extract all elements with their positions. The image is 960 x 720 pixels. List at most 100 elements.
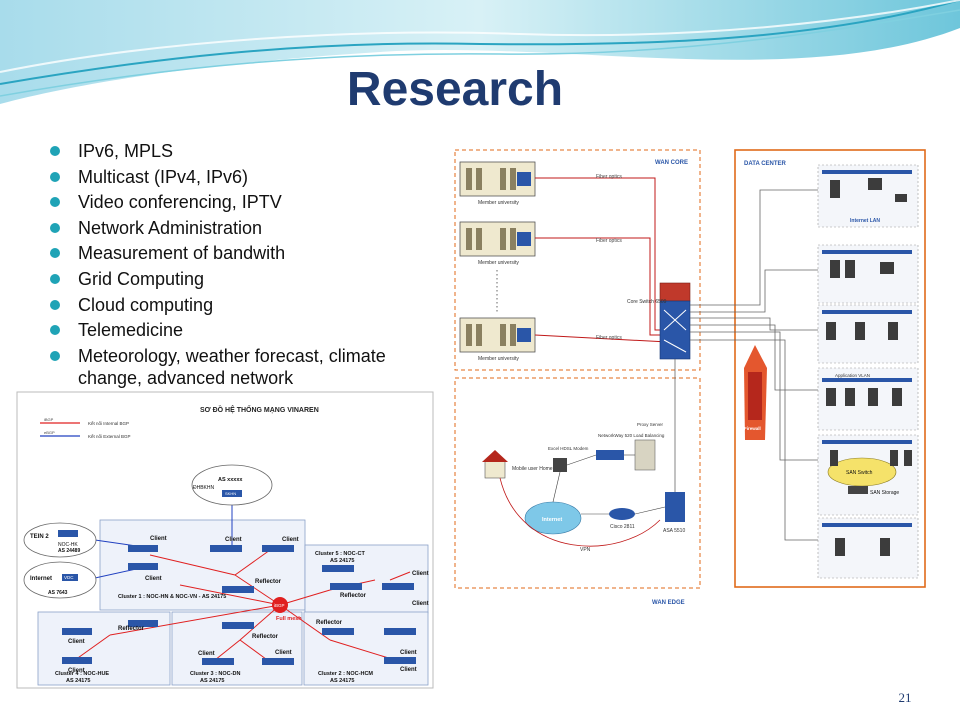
bullet-text: Grid Computing [78,268,205,289]
research-topics-list: IPv6, MPLS Multicast (IPv4, IPv6) Video … [48,140,448,392]
svg-text:Member university: Member university [478,356,519,362]
svg-text:Internet LAN: Internet LAN [850,218,880,224]
bullet-dot-icon [50,350,60,361]
svg-text:Proxy Server: Proxy Server [637,422,664,427]
svg-text:Excel HDSL Modem: Excel HDSL Modem [548,446,589,451]
bullet-text: Meteorology, weather forecast, climate c… [78,345,386,388]
wan-core-label: WAN CORE [655,160,688,166]
svg-text:Cluster 2 : NOC-HCM: Cluster 2 : NOC-HCM [318,671,373,677]
slide-title: Research [346,63,564,116]
wan-core-frame [454,149,701,371]
svg-text:Client: Client [412,601,429,607]
cluster3-frame [171,611,303,686]
firewall-icon: Firewall [744,345,767,440]
svg-text:Reflector: Reflector [255,579,282,585]
wan-edge-frame [454,377,701,589]
bullet-text: Measurement of bandwith [78,243,286,264]
data-center-frame [734,149,926,588]
svg-text:Mobile user Home user: Mobile user Home user [512,466,564,472]
vinaren-diagram-frame: SƠ ĐỒ HỆ THỐNG MẠNG VINAREN iBGP Kết nối… [16,391,434,689]
bullet-item: Telemedicine [48,319,448,341]
cluster-frames [37,519,429,686]
svg-text:Client: Client [225,537,242,543]
cluster5-frame [304,544,429,614]
bullet-text: Video conferencing, IPTV [78,192,282,213]
vinaren-routers [62,545,416,665]
svg-text:Member university: Member university [478,200,519,206]
core-to-datacenter-links [674,189,818,541]
bullet-item: IPv6, MPLS [48,140,448,162]
svg-text:Client: Client [412,571,429,577]
svg-text:Cluster 5 : NOC-CT: Cluster 5 : NOC-CT [315,551,365,557]
wan-edge-devices: Mobile user Home user Internet Excel HDS… [482,422,685,553]
svg-text:Client: Client [68,639,85,645]
svg-text:Application VLAN: Application VLAN [835,373,870,378]
svg-text:Client: Client [282,537,299,543]
bullet-dot-icon [50,299,60,310]
svg-text:TEIN 2: TEIN 2 [30,534,49,540]
svg-text:Firewall: Firewall [744,426,761,431]
svg-text:NetworkWay 520 Load Balancing: NetworkWay 520 Load Balancing [598,433,665,438]
svg-text:VDC: VDC [64,575,74,580]
bullet-dot-icon [50,146,60,156]
cluster2-frame [303,611,429,686]
bullet-item: Grid Computing [48,268,448,290]
legend-ebgp-code: eBGP [44,430,55,435]
svg-text:ĐHBKHN: ĐHBKHN [193,485,215,491]
fiber-optics-label: Fiber optics [596,238,622,244]
svg-text:Client: Client [400,667,417,673]
svg-text:AS 24489: AS 24489 [58,548,80,554]
svg-text:Internet: Internet [30,576,52,582]
tein2-cloud: TEIN 2 NOC-HK AS 24489 [23,522,97,558]
cluster4-frame [37,611,171,686]
bullet-item: Cloud computing [48,294,448,316]
dhbkhn-cloud: AS xxxxx ĐHBKHN SKHN [191,464,273,506]
vinaren-diagram-title: SƠ ĐỒ HỆ THỐNG MẠNG VINAREN [200,404,319,414]
svg-text:AS 24175: AS 24175 [200,678,224,684]
svg-text:Reflector: Reflector [340,593,367,599]
svg-text:Reflector: Reflector [316,620,343,626]
bullet-item: Multicast (IPv4, IPv6) [48,166,448,188]
svg-text:VPN: VPN [580,547,591,553]
bullet-text: Multicast (IPv4, IPv6) [78,166,249,187]
svg-text:Reflector: Reflector [118,626,145,632]
svg-text:Reflector: Reflector [252,634,279,640]
svg-text:Management VLAN: Management VLAN [835,309,874,314]
svg-text:Client: Client [198,651,215,657]
svg-text:Client: Client [68,668,85,674]
svg-text:AS 24175: AS 24175 [330,558,354,564]
svg-text:Full mesh: Full mesh [276,616,302,622]
header-wave-decoration [0,0,960,104]
svg-text:iBGP: iBGP [274,603,285,608]
svg-text:AS 7643: AS 7643 [48,590,68,596]
svg-text:Member university: Member university [478,260,519,266]
svg-text:Client: Client [150,536,167,542]
svg-text:AS xxxxx: AS xxxxx [218,477,243,483]
internet-cloud: Internet VDC AS 7643 [23,561,97,599]
fiber-optic-links [534,177,669,343]
legend-ibgp-label: Kết nối Internal BGP [88,421,129,426]
bullet-item: Video conferencing, IPTV [48,191,448,213]
data-center-zones: Internet LAN Management VLAN Application… [817,164,919,579]
svg-text:Client: Client [400,650,417,656]
fiber-optics-label: Fiber optics [596,335,622,341]
svg-text:Client: Client [145,576,162,582]
svg-text:SAN Storage: SAN Storage [870,490,899,496]
core-switch-label: Core Switch 6509 [627,299,667,305]
member-university-buildings: Member university Member university Memb… [459,161,536,362]
legend-ebgp-label: Kết nối External BGP [88,434,131,439]
legend-ibgp-code: iBGP [44,417,54,422]
role-labels: Client Client Client Client Client Clien… [68,536,429,674]
data-center-label: DATA CENTER [744,161,787,167]
svg-text:Cluster 1 : NOC-HN & NOC-VN -: Cluster 1 : NOC-HN & NOC-VN - AS 24175 [118,594,226,600]
bullet-item: Meteorology, weather forecast, climate c… [48,345,448,389]
svg-text:SAN Switch: SAN Switch [846,470,873,476]
page-number: 21 [898,690,912,705]
svg-text:AS 24175: AS 24175 [66,678,90,684]
bullet-text: Telemedicine [78,320,184,341]
bullet-dot-icon [50,248,60,259]
fiber-optics-label: Fiber optics [596,174,622,180]
bullet-dot-icon [50,273,60,284]
bullet-text: Cloud computing [78,294,214,315]
